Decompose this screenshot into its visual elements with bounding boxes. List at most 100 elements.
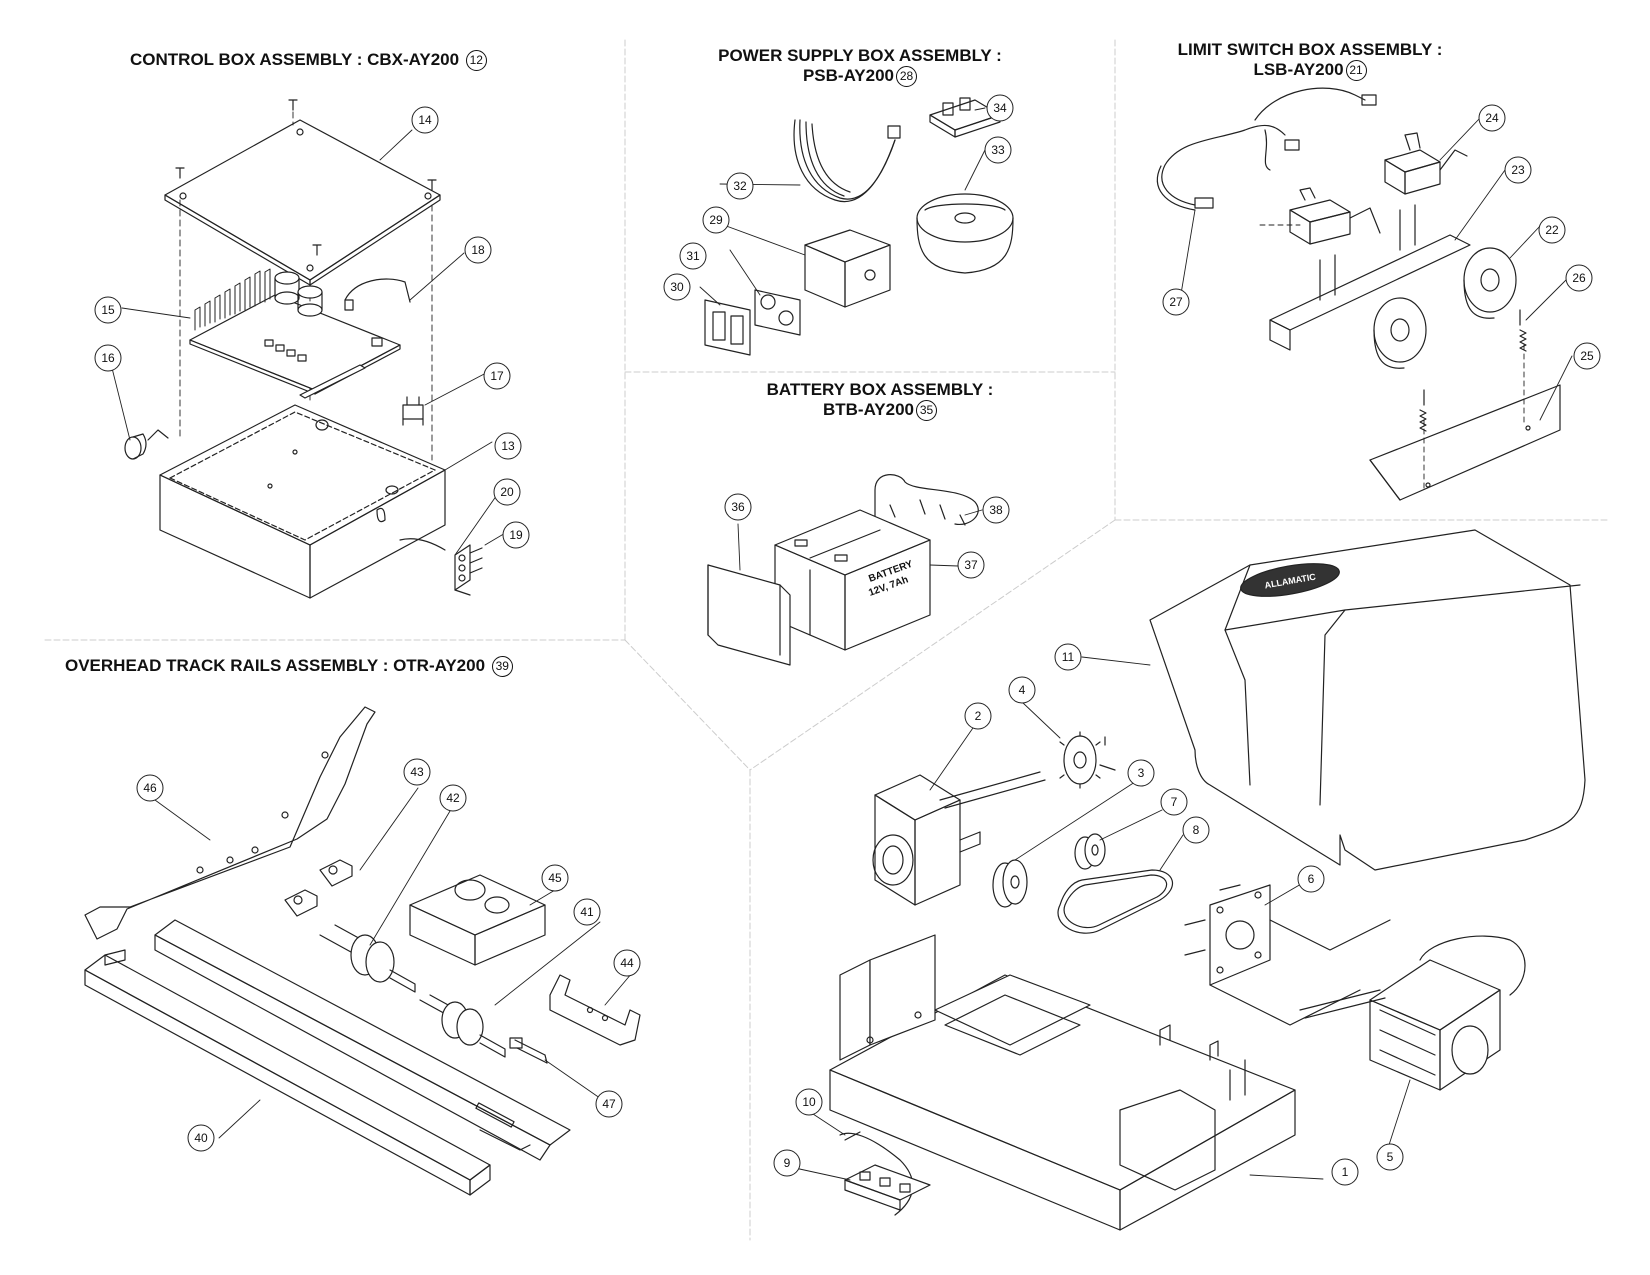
lsb-gear-b xyxy=(1373,297,1427,369)
callout-circle xyxy=(573,898,601,926)
title-limit-switch-num: 21 xyxy=(1345,60,1367,82)
operator-cover-11: ALLAMATIC xyxy=(1149,529,1586,871)
callout-number: 16 xyxy=(101,351,115,365)
callout-bubbles: 1234567891011131415161718192022232425262… xyxy=(94,94,1601,1186)
operator-belt-8 xyxy=(1057,869,1174,934)
callout-circle xyxy=(613,949,641,977)
title-overhead-track-rails-text: OVERHEAD TRACK RAILS ASSEMBLY : OTR-AY20… xyxy=(65,656,486,675)
callout-number: 23 xyxy=(1511,163,1525,177)
callout-number: 26 xyxy=(1572,271,1586,285)
control-terminal-block xyxy=(399,538,483,596)
title-limit-switch-line1: LIMIT SWITCH BOX ASSEMBLY : xyxy=(1177,40,1443,59)
callout-circle xyxy=(187,1124,215,1152)
control-connector-17 xyxy=(402,396,424,426)
callout-10: 10 xyxy=(795,1088,823,1116)
callout-number: 4 xyxy=(1019,683,1026,697)
lsb-cable-27 xyxy=(1156,87,1377,211)
callout-circle xyxy=(984,136,1012,164)
callout-37: 37 xyxy=(957,551,985,579)
lsb-switch-a xyxy=(1289,187,1381,245)
callout-circle xyxy=(986,94,1014,122)
title-overhead-track-rails: OVERHEAD TRACK RAILS ASSEMBLY : OTR-AY20… xyxy=(65,656,513,678)
operator-pulley-3 xyxy=(992,859,1028,908)
track-bracket-44 xyxy=(549,974,641,1046)
battery-37: BATTERY 12V, 7Ah xyxy=(774,509,931,651)
callout-number: 30 xyxy=(670,280,684,294)
operator-chassis-1 xyxy=(829,934,1296,1231)
control-box-base xyxy=(159,404,446,599)
callout-9: 9 xyxy=(773,1149,801,1177)
callout-14: 14 xyxy=(411,106,439,134)
callout-circle xyxy=(663,273,691,301)
callout-19: 19 xyxy=(502,521,530,549)
callout-6: 6 xyxy=(1297,865,1325,893)
callout-33: 33 xyxy=(984,136,1012,164)
callout-number: 34 xyxy=(993,101,1007,115)
callout-4: 4 xyxy=(1008,676,1036,704)
callout-circle xyxy=(483,362,511,390)
track-key-switch-45 xyxy=(409,874,546,966)
callout-36: 36 xyxy=(724,493,752,521)
operator-pulley-7 xyxy=(1074,833,1106,870)
callout-number: 19 xyxy=(509,528,523,542)
callout-1: 1 xyxy=(1331,1158,1359,1186)
callout-number: 15 xyxy=(101,303,115,317)
callout-number: 9 xyxy=(784,1156,791,1170)
callout-circle xyxy=(1127,759,1155,787)
callout-47: 47 xyxy=(595,1090,623,1118)
callout-number: 44 xyxy=(620,956,634,970)
callout-17: 17 xyxy=(483,362,511,390)
operator-motor-mount-6 xyxy=(1184,884,1391,1026)
track-roller-41 xyxy=(419,994,506,1058)
callout-number: 47 xyxy=(602,1097,616,1111)
operator-sprocket-4 xyxy=(1059,731,1116,789)
callout-number: 27 xyxy=(1169,295,1183,309)
callout-34: 34 xyxy=(986,94,1014,122)
callout-26: 26 xyxy=(1565,264,1593,292)
lsb-base-25 xyxy=(1369,384,1561,501)
title-battery-num: 35 xyxy=(916,400,938,422)
callout-number: 17 xyxy=(490,369,504,383)
callout-number: 40 xyxy=(194,1131,208,1145)
callout-18: 18 xyxy=(464,236,492,264)
callout-circle xyxy=(773,1149,801,1177)
callout-number: 36 xyxy=(731,500,745,514)
callout-38: 38 xyxy=(982,496,1010,524)
title-power-supply-num: 28 xyxy=(896,66,918,88)
callout-number: 22 xyxy=(1545,223,1559,237)
callout-circle xyxy=(502,521,530,549)
lsb-dashes xyxy=(1259,224,1525,491)
callout-13: 13 xyxy=(494,432,522,460)
title-control-box-text: CONTROL BOX ASSEMBLY : CBX-AY200 xyxy=(130,50,460,69)
control-circuit-board xyxy=(189,268,401,399)
psb-plate-30 xyxy=(704,299,751,356)
callout-number: 25 xyxy=(1580,349,1594,363)
callout-circle xyxy=(1565,264,1593,292)
callout-number: 31 xyxy=(686,249,700,263)
callout-circle xyxy=(1376,1143,1404,1171)
callout-number: 32 xyxy=(733,179,747,193)
operator-gearbox-2 xyxy=(872,771,1046,906)
callout-24: 24 xyxy=(1478,104,1506,132)
operator-terminal-9 xyxy=(844,1164,931,1211)
callout-number: 33 xyxy=(991,143,1005,157)
section-dividers xyxy=(44,39,1611,1241)
callout-circle xyxy=(982,496,1010,524)
callout-3: 3 xyxy=(1127,759,1155,787)
callout-31: 31 xyxy=(679,242,707,270)
track-rail-b xyxy=(154,919,571,1161)
psb-box-29 xyxy=(804,229,891,308)
callout-circle xyxy=(964,702,992,730)
callout-20: 20 xyxy=(493,478,521,506)
psb-switch-31 xyxy=(754,289,801,336)
callout-circle xyxy=(541,864,569,892)
callout-circle xyxy=(411,106,439,134)
callout-circle xyxy=(726,172,754,200)
operator-board-10 xyxy=(839,1131,914,1216)
track-roller-42 xyxy=(319,924,416,993)
callout-number: 20 xyxy=(500,485,514,499)
callout-number: 18 xyxy=(471,243,485,257)
callout-circle xyxy=(94,344,122,372)
